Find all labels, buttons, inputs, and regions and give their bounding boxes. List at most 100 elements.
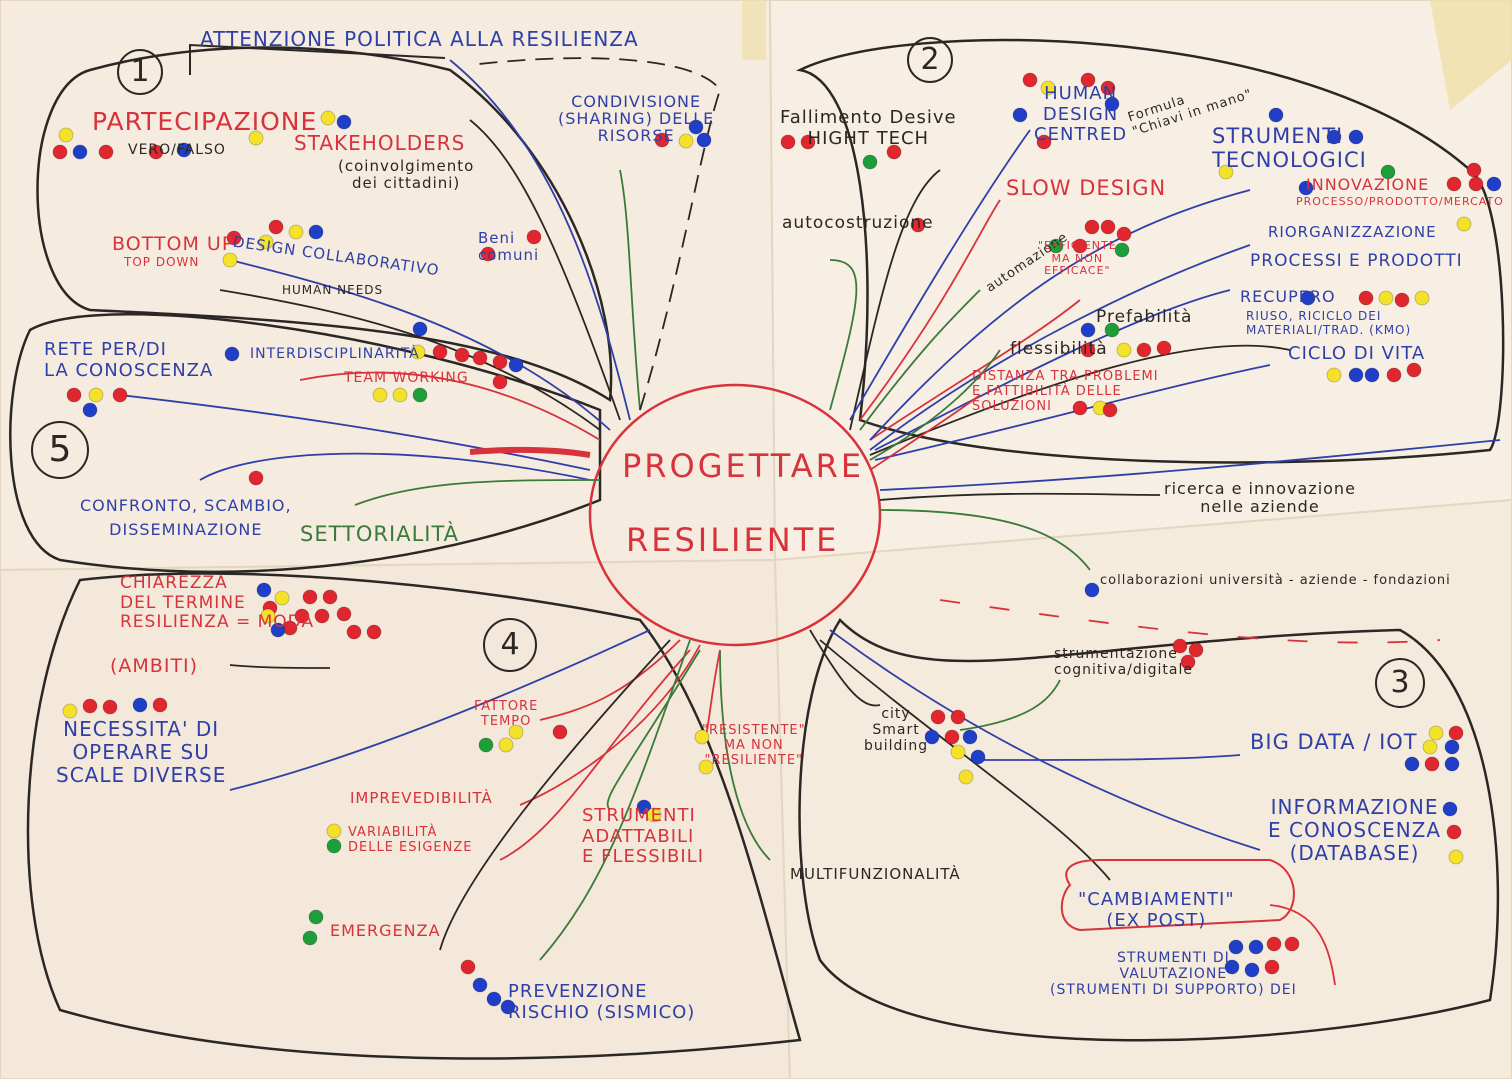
vote-dot-blue <box>1364 367 1380 383</box>
vote-dot-red <box>1116 226 1132 242</box>
vote-dot-red <box>1446 176 1462 192</box>
vote-dot-blue <box>1300 290 1316 306</box>
stakeholders-label: STAKEHOLDERS <box>294 131 466 155</box>
vote-dot-yellow <box>498 737 514 753</box>
vote-dot-green <box>302 930 318 946</box>
vote-dot-red <box>1080 72 1096 88</box>
vote-dot-green <box>308 909 324 925</box>
vote-dot-red <box>226 230 242 246</box>
vote-dot-yellow <box>1428 725 1444 741</box>
vote-dot-blue <box>1348 367 1364 383</box>
lobe-number-circles <box>31 37 1425 708</box>
vote-dot-red <box>1136 342 1152 358</box>
lobe-number-5: 5 <box>48 429 72 470</box>
vote-dot-red <box>294 608 310 624</box>
vote-dot-red <box>1100 80 1116 96</box>
vote-dot-red <box>886 144 902 160</box>
lobe-5-outline <box>9 313 602 573</box>
self-construction-label: autocostruzione <box>782 213 934 233</box>
vote-dot-green <box>862 154 878 170</box>
vote-dot-red <box>1084 219 1100 235</box>
vote-dot-yellow <box>372 387 388 403</box>
vote-dot-green <box>478 737 494 753</box>
vote-dot-red <box>346 624 362 640</box>
vote-dot-red <box>268 219 284 235</box>
vote-dot-red <box>102 699 118 715</box>
vote-dot-red <box>1424 756 1440 772</box>
cognitive-digital-label: strumentazione cognitiva/digitale <box>1054 646 1193 679</box>
vote-dot-blue <box>82 402 98 418</box>
process-product-market-label: PROCESSO/PRODOTTO/MERCATO <box>1296 195 1504 208</box>
problem-distance-label: DISTANZA TRA PROBLEMI E FATTIBILITÀ DELL… <box>972 369 1159 414</box>
vote-dot-green <box>1380 164 1396 180</box>
vote-dot-red <box>944 729 960 745</box>
emergency-label: EMERGENZA <box>330 921 441 940</box>
vote-dot-red <box>1406 362 1422 378</box>
vote-dot-yellow <box>508 724 524 740</box>
vote-dot-red <box>526 229 542 245</box>
vote-dot-yellow <box>274 590 290 606</box>
exchange-dissemination-label: CONFRONTO, SCAMBIO, DISSEMINAZIONE <box>80 496 292 539</box>
center-title-line1: PROGETTARE <box>622 447 865 485</box>
vote-dot-blue <box>472 977 488 993</box>
top-down-label: TOP DOWN <box>124 255 200 269</box>
vote-dot-yellow <box>288 224 304 240</box>
knowledge-network-label: RETE PER/DI LA CONOSCENZA <box>44 339 214 381</box>
different-scales-label: NECESSITA' DI OPERARE SU SCALE DIVERSE <box>56 717 227 787</box>
reuse-recycle-label: RIUSO, RICICLO DEI MATERIALI/TRAD. (KMO) <box>1246 309 1412 337</box>
vote-dot-yellow <box>260 608 276 624</box>
innovation-label: INNOVAZIONE <box>1306 175 1430 194</box>
areas-label: (AMBITI) <box>110 655 199 677</box>
vote-dot-blue <box>1248 939 1264 955</box>
vote-dot-green <box>1048 238 1064 254</box>
vote-dot-red <box>1466 162 1482 178</box>
vote-dot-yellow <box>1326 367 1342 383</box>
vote-dot-red <box>66 387 82 403</box>
vote-dot-yellow <box>392 387 408 403</box>
efficient-not-effective-label: "EFFICIENTE MA NON EFFICACE" <box>1038 239 1117 278</box>
vote-dot-yellow <box>248 130 264 146</box>
vote-dot-red <box>1386 367 1402 383</box>
vote-dot-yellow <box>1414 290 1430 306</box>
bottom-up-label: BOTTOM UP <box>112 233 235 255</box>
lobe-4-outline <box>26 572 802 1060</box>
vote-dot-red <box>1394 292 1410 308</box>
vote-dot-blue <box>962 729 978 745</box>
processes-products-label: PROCESSI E PRODOTTI <box>1250 251 1463 271</box>
lobe-number-4: 4 <box>500 627 520 662</box>
vote-dot-blue <box>270 622 286 638</box>
vote-dot-blue <box>132 697 148 713</box>
vote-dot-blue <box>636 799 652 815</box>
unpredictability-label: IMPREVEDIBILITÀ <box>350 789 493 807</box>
adaptable-tools-label: STRUMENTI ADATTABILI E FLESSIBILI <box>582 805 705 868</box>
smart-city-building-label: city Smart building <box>864 706 929 755</box>
vote-dot-red <box>1468 176 1484 192</box>
vote-dot-yellow <box>950 744 966 760</box>
participation-label: PARTECIPAZIONE <box>92 107 318 136</box>
vote-dot-red <box>322 589 338 605</box>
vote-dot-red <box>492 374 508 390</box>
vote-dot-yellow <box>1378 290 1394 306</box>
human-needs-label: HUMAN NEEDS <box>282 283 384 297</box>
term-clarity-label: CHIAREZZA DEL TERMINE RESILIENZA = MODA <box>120 573 315 633</box>
vote-dot-blue <box>924 729 940 745</box>
high-tech-failure-label: Fallimento Desive HIGHT TECH <box>780 107 957 149</box>
vote-dot-blue <box>970 749 986 765</box>
vote-dot-red <box>112 387 128 403</box>
vote-dot-yellow <box>694 729 710 745</box>
political-attention-label: ATTENZIONE POLITICA ALLA RESILIENZA <box>200 27 639 51</box>
vote-dot-red <box>248 470 264 486</box>
multifunctionality-label: MULTIFUNZIONALITÀ <box>790 865 961 883</box>
lobe-number-3: 3 <box>1390 665 1410 700</box>
vote-dot-red <box>1266 936 1282 952</box>
team-working-label: TEAM WORKING <box>344 370 469 386</box>
vote-dot-red <box>1080 342 1096 358</box>
information-knowledge-label: INFORMAZIONE E CONOSCENZA (DATABASE) <box>1268 795 1442 865</box>
vote-dot-blue <box>336 114 352 130</box>
vote-dot-blue <box>1268 107 1284 123</box>
vote-dot-red <box>1284 936 1300 952</box>
slow-design-label: SLOW DESIGN <box>1006 176 1167 200</box>
vote-dot-red <box>480 246 496 262</box>
vote-dot-yellow <box>698 759 714 775</box>
vote-dot-yellow <box>1218 164 1234 180</box>
